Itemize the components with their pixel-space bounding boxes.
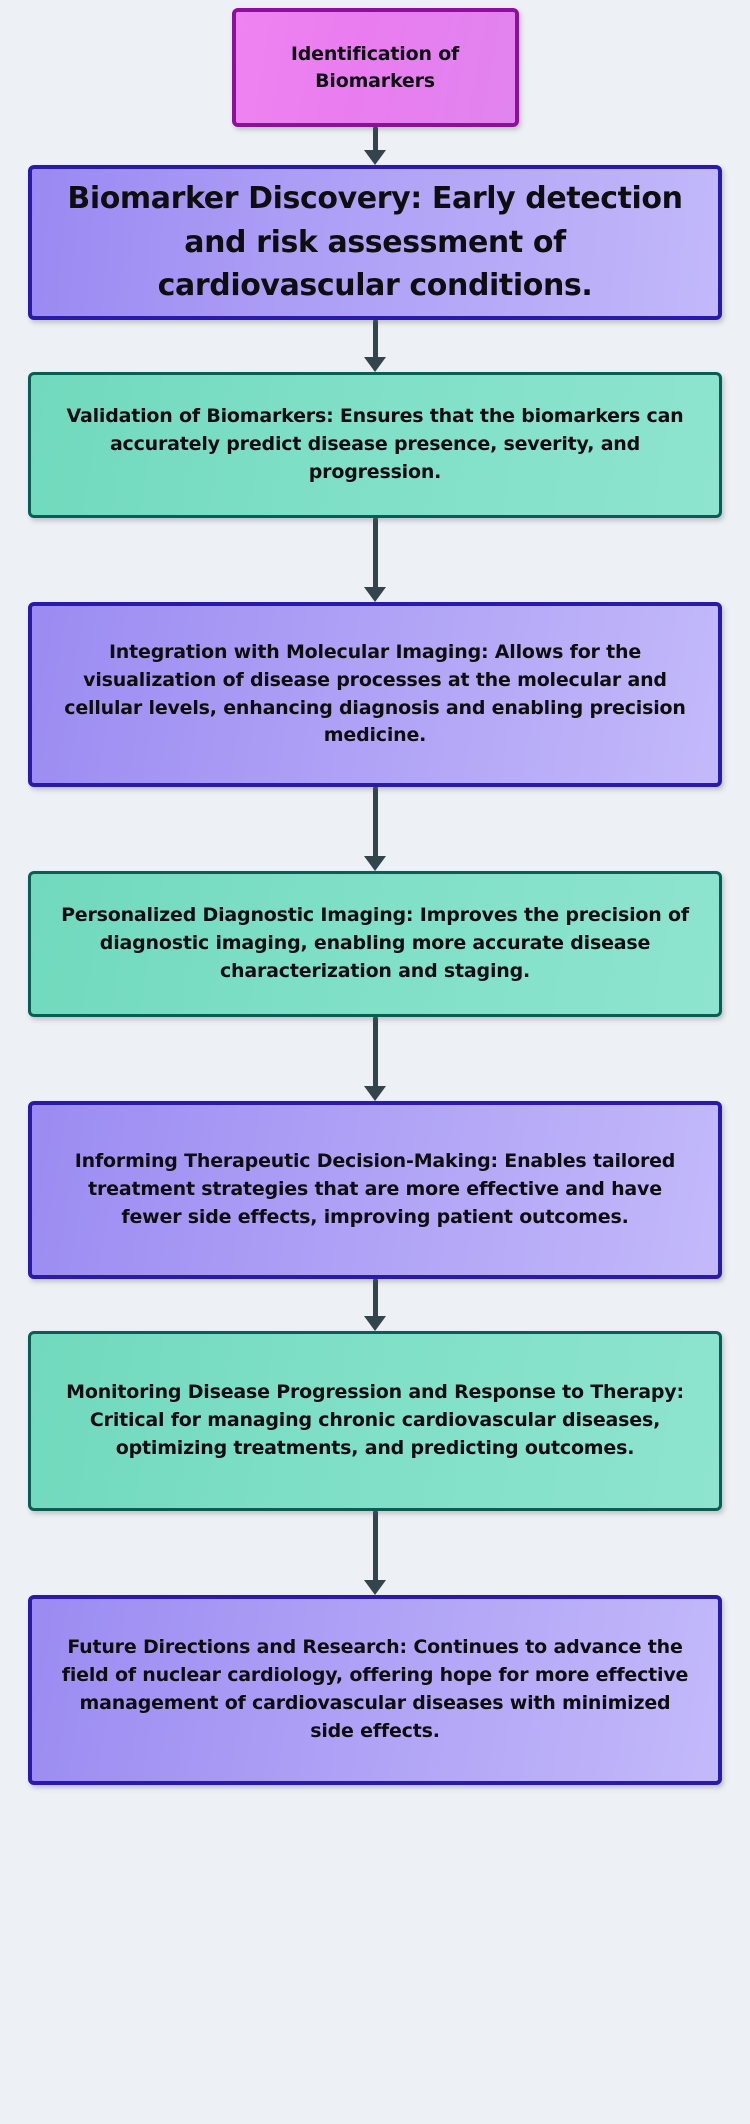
node-monitoring-disease-progression[interactable]: Monitoring Disease Progression and Respo… <box>28 1331 722 1511</box>
node-label: Personalized Diagnostic Imaging: Improve… <box>61 904 689 982</box>
node-validation-of-biomarkers[interactable]: Validation of Biomarkers: Ensures that t… <box>28 372 722 518</box>
arrow-shaft <box>372 127 378 151</box>
node-integration-with-molecular-imaging[interactable]: Integration with Molecular Imaging: Allo… <box>28 602 722 787</box>
node-label: Informing Therapeutic Decision-Making: E… <box>74 1150 676 1228</box>
arrow-head-icon <box>364 1316 386 1331</box>
node-future-directions-and-research[interactable]: Future Directions and Research: Continue… <box>28 1595 722 1785</box>
arrow-monitoring-to-future <box>360 1511 390 1595</box>
arrow-shaft <box>372 787 378 857</box>
arrow-shaft <box>372 518 378 588</box>
arrow-validation-to-integration <box>360 518 390 602</box>
arrow-informing-to-monitoring <box>360 1279 390 1331</box>
node-label: Biomarker Discovery: Early detection and… <box>67 181 683 304</box>
arrow-head-icon <box>364 587 386 602</box>
node-informing-therapeutic-decision-making[interactable]: Informing Therapeutic Decision-Making: E… <box>28 1101 722 1279</box>
arrow-head-icon <box>364 856 386 871</box>
arrow-head-icon <box>364 150 386 165</box>
arrow-head-icon <box>364 1086 386 1101</box>
node-label: Future Directions and Research: Continue… <box>61 1636 689 1742</box>
arrow-head-icon <box>364 1580 386 1595</box>
arrow-discovery-to-validation <box>360 320 390 372</box>
arrow-personalized-to-informing <box>360 1017 390 1101</box>
arrow-head-icon <box>364 357 386 372</box>
node-personalized-diagnostic-imaging[interactable]: Personalized Diagnostic Imaging: Improve… <box>28 871 722 1017</box>
node-label: Monitoring Disease Progression and Respo… <box>66 1381 684 1459</box>
node-label: Integration with Molecular Imaging: Allo… <box>64 640 686 747</box>
arrow-shaft <box>372 320 378 358</box>
node-label: Identification of Biomarkers <box>290 42 460 92</box>
node-biomarker-discovery[interactable]: Biomarker Discovery: Early detection and… <box>28 165 722 320</box>
arrow-shaft <box>372 1017 378 1087</box>
node-identification-of-biomarkers[interactable]: Identification of Biomarkers <box>231 8 519 127</box>
arrow-identification-to-discovery <box>360 127 390 165</box>
arrow-shaft <box>372 1511 378 1581</box>
arrow-integration-to-personalized <box>360 787 390 871</box>
arrow-shaft <box>372 1279 378 1317</box>
node-label: Validation of Biomarkers: Ensures that t… <box>66 405 684 483</box>
